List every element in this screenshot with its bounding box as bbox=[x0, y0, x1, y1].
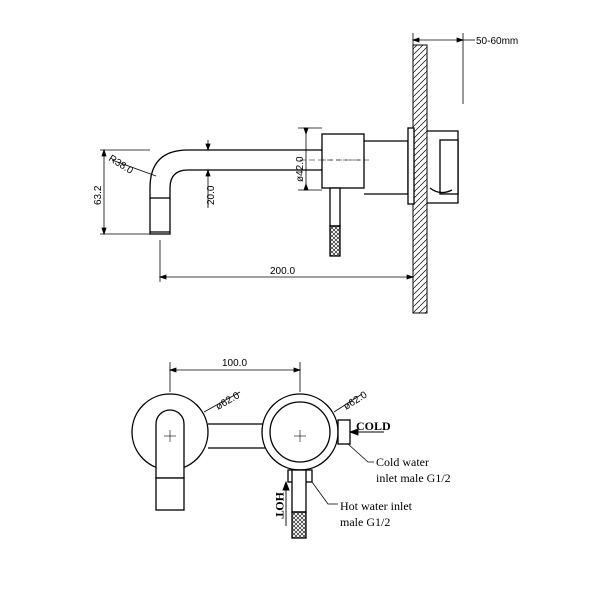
leader-right-plate bbox=[333, 393, 363, 413]
connecting-pipe bbox=[208, 423, 268, 449]
hot-inlet-line2: male G1/2 bbox=[340, 515, 390, 529]
cold-inlet-line1: Cold water bbox=[376, 455, 429, 469]
left-cover-plate bbox=[131, 393, 209, 511]
label-cold: COLD bbox=[356, 419, 391, 433]
label-body-diameter: ø42.0 bbox=[295, 156, 306, 182]
label-spout-diameter: 20.0 bbox=[206, 185, 217, 205]
leader-hot-inlet bbox=[311, 481, 338, 505]
dim-body-diameter bbox=[298, 127, 322, 191]
label-wall-thickness: 50-60mm bbox=[476, 36, 518, 47]
label-left-plate: ø62.0 bbox=[214, 390, 242, 413]
center-marks bbox=[164, 430, 306, 442]
spout-pipe bbox=[149, 149, 322, 235]
dim-spout-drop bbox=[100, 148, 150, 236]
lever-handle bbox=[329, 187, 341, 257]
dim-bend-radius bbox=[111, 159, 157, 177]
hot-inlet-line1: Hot water inlet bbox=[340, 499, 413, 513]
dim-wall-thickness bbox=[411, 33, 475, 104]
label-spout-length: 200.0 bbox=[270, 266, 295, 277]
label-spout-drop: 63.2 bbox=[93, 185, 104, 205]
cold-arrow bbox=[348, 428, 384, 436]
label-right-plate: ø62.0 bbox=[342, 389, 370, 412]
wall-section bbox=[412, 44, 428, 314]
front-view bbox=[131, 362, 384, 539]
leader-cold-inlet bbox=[347, 443, 374, 463]
label-centers: 100.0 bbox=[222, 358, 247, 369]
mixer-body bbox=[321, 127, 459, 205]
leader-left-plate bbox=[203, 391, 241, 413]
hot-arrow bbox=[282, 480, 290, 526]
dim-spout-diameter bbox=[205, 140, 211, 208]
label-bend-radius: R38.0 bbox=[106, 153, 135, 177]
dim-spout-length bbox=[158, 240, 415, 282]
side-view bbox=[100, 33, 475, 314]
cold-inlet-line2: inlet male G1/2 bbox=[376, 471, 451, 485]
dim-centers bbox=[168, 362, 302, 392]
label-hot: HOT bbox=[273, 492, 287, 519]
